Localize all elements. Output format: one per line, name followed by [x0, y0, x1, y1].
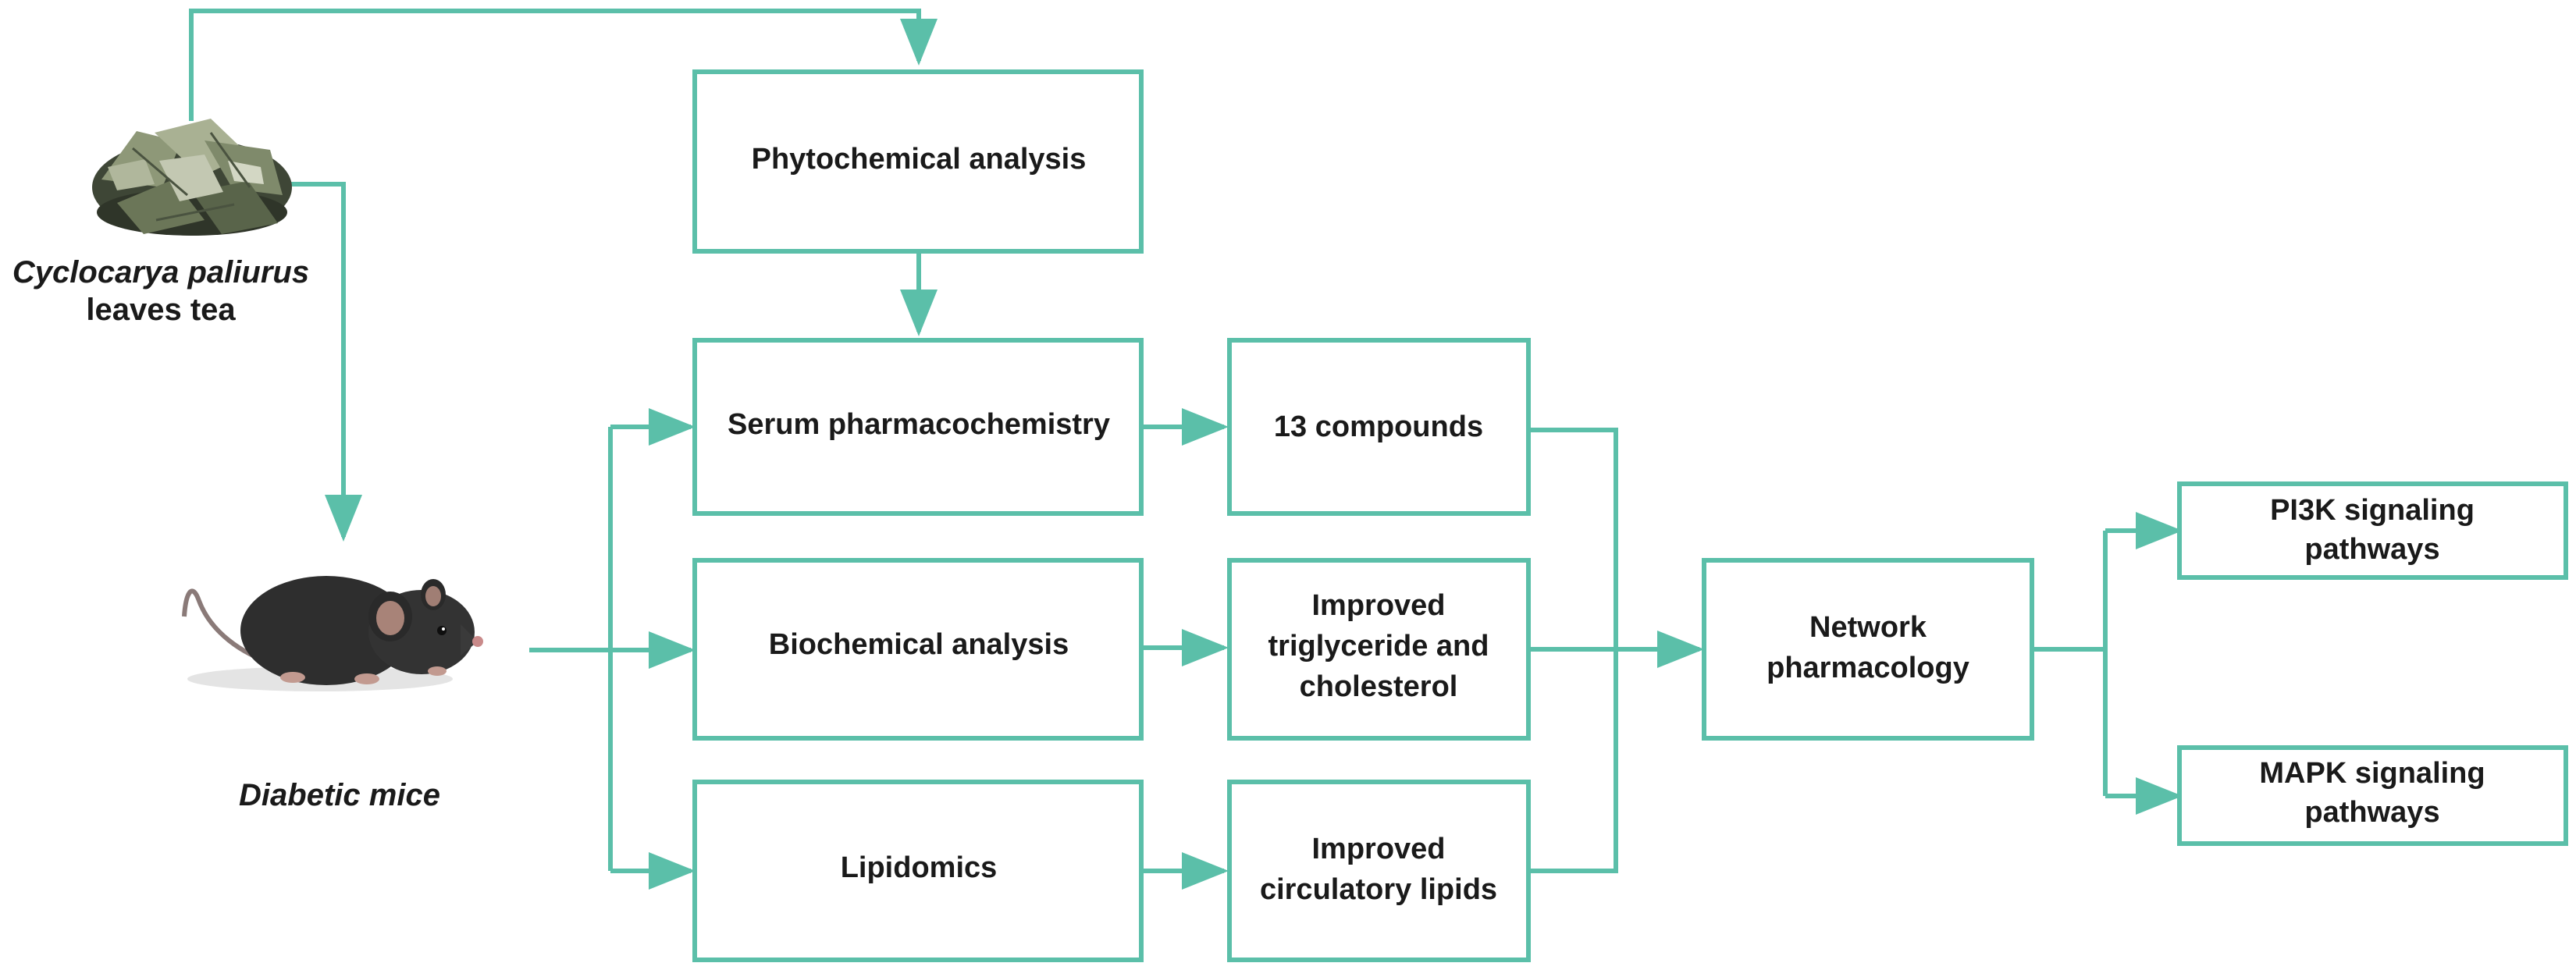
box-lipidomics [692, 780, 1144, 962]
label-network-line2: pharmacology [1767, 652, 1969, 684]
label-biochemical: Biochemical analysis [769, 628, 1069, 661]
arrow-tea-to-mice [287, 182, 362, 542]
box-mapk [2177, 745, 2568, 846]
tea-leaves-image [92, 119, 292, 236]
box-network [1702, 558, 2034, 741]
box-triglyceride [1227, 558, 1531, 741]
box-pi3k [2177, 481, 2568, 580]
box-circulatory [1227, 780, 1531, 962]
boxes [692, 69, 2568, 962]
connectors [189, 9, 2183, 890]
label-triglyceride-line2: triglyceride and [1268, 630, 1489, 663]
box-phytochemical [692, 69, 1144, 254]
tea-label-line2: leaves tea [86, 293, 236, 327]
box-serum [692, 338, 1144, 516]
label-lipidomics: Lipidomics [841, 851, 998, 884]
box-biochemical [692, 558, 1144, 741]
arrow-tea-to-phytochemical [189, 9, 938, 121]
label-pi3k-line1: PI3K signaling [2270, 494, 2475, 527]
label-pi3k-line2: pathways [2304, 533, 2439, 566]
label-mapk-line2: pathways [2304, 796, 2439, 829]
label-triglyceride-line3: cholesterol [1300, 670, 1458, 703]
mouse-image [182, 576, 483, 691]
tea-label-line1: Cyclocarya paliurus [12, 255, 309, 290]
box-labels: Phytochemical analysis Serum pharmacoche… [728, 143, 2485, 906]
label-network-line1: Network [1809, 611, 1927, 644]
box-compounds [1227, 338, 1531, 516]
label-circulatory-line1: Improved [1311, 833, 1445, 865]
label-mapk-line1: MAPK signaling [2259, 757, 2485, 790]
label-serum: Serum pharmacochemistry [728, 408, 1110, 441]
label-circulatory-line2: circulatory lipids [1260, 873, 1497, 906]
label-triglyceride-line1: Improved [1311, 589, 1445, 622]
label-phytochemical: Phytochemical analysis [752, 143, 1087, 176]
mice-label: Diabetic mice [239, 778, 440, 812]
label-compounds: 13 compounds [1274, 410, 1483, 443]
